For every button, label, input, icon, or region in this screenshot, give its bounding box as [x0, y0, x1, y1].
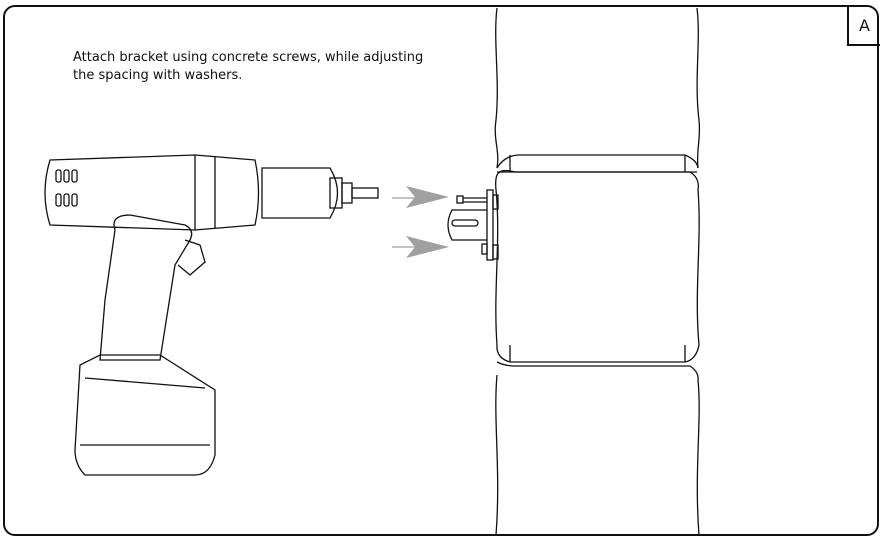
step-label: A [847, 6, 880, 46]
concrete-post [494, 7, 701, 536]
bracket [447, 189, 499, 261]
drill-icon [44, 154, 379, 476]
direction-arrows [392, 186, 449, 258]
instruction-text: Attach bracket using concrete screws, wh… [73, 50, 424, 83]
diagram-frame [3, 5, 879, 536]
